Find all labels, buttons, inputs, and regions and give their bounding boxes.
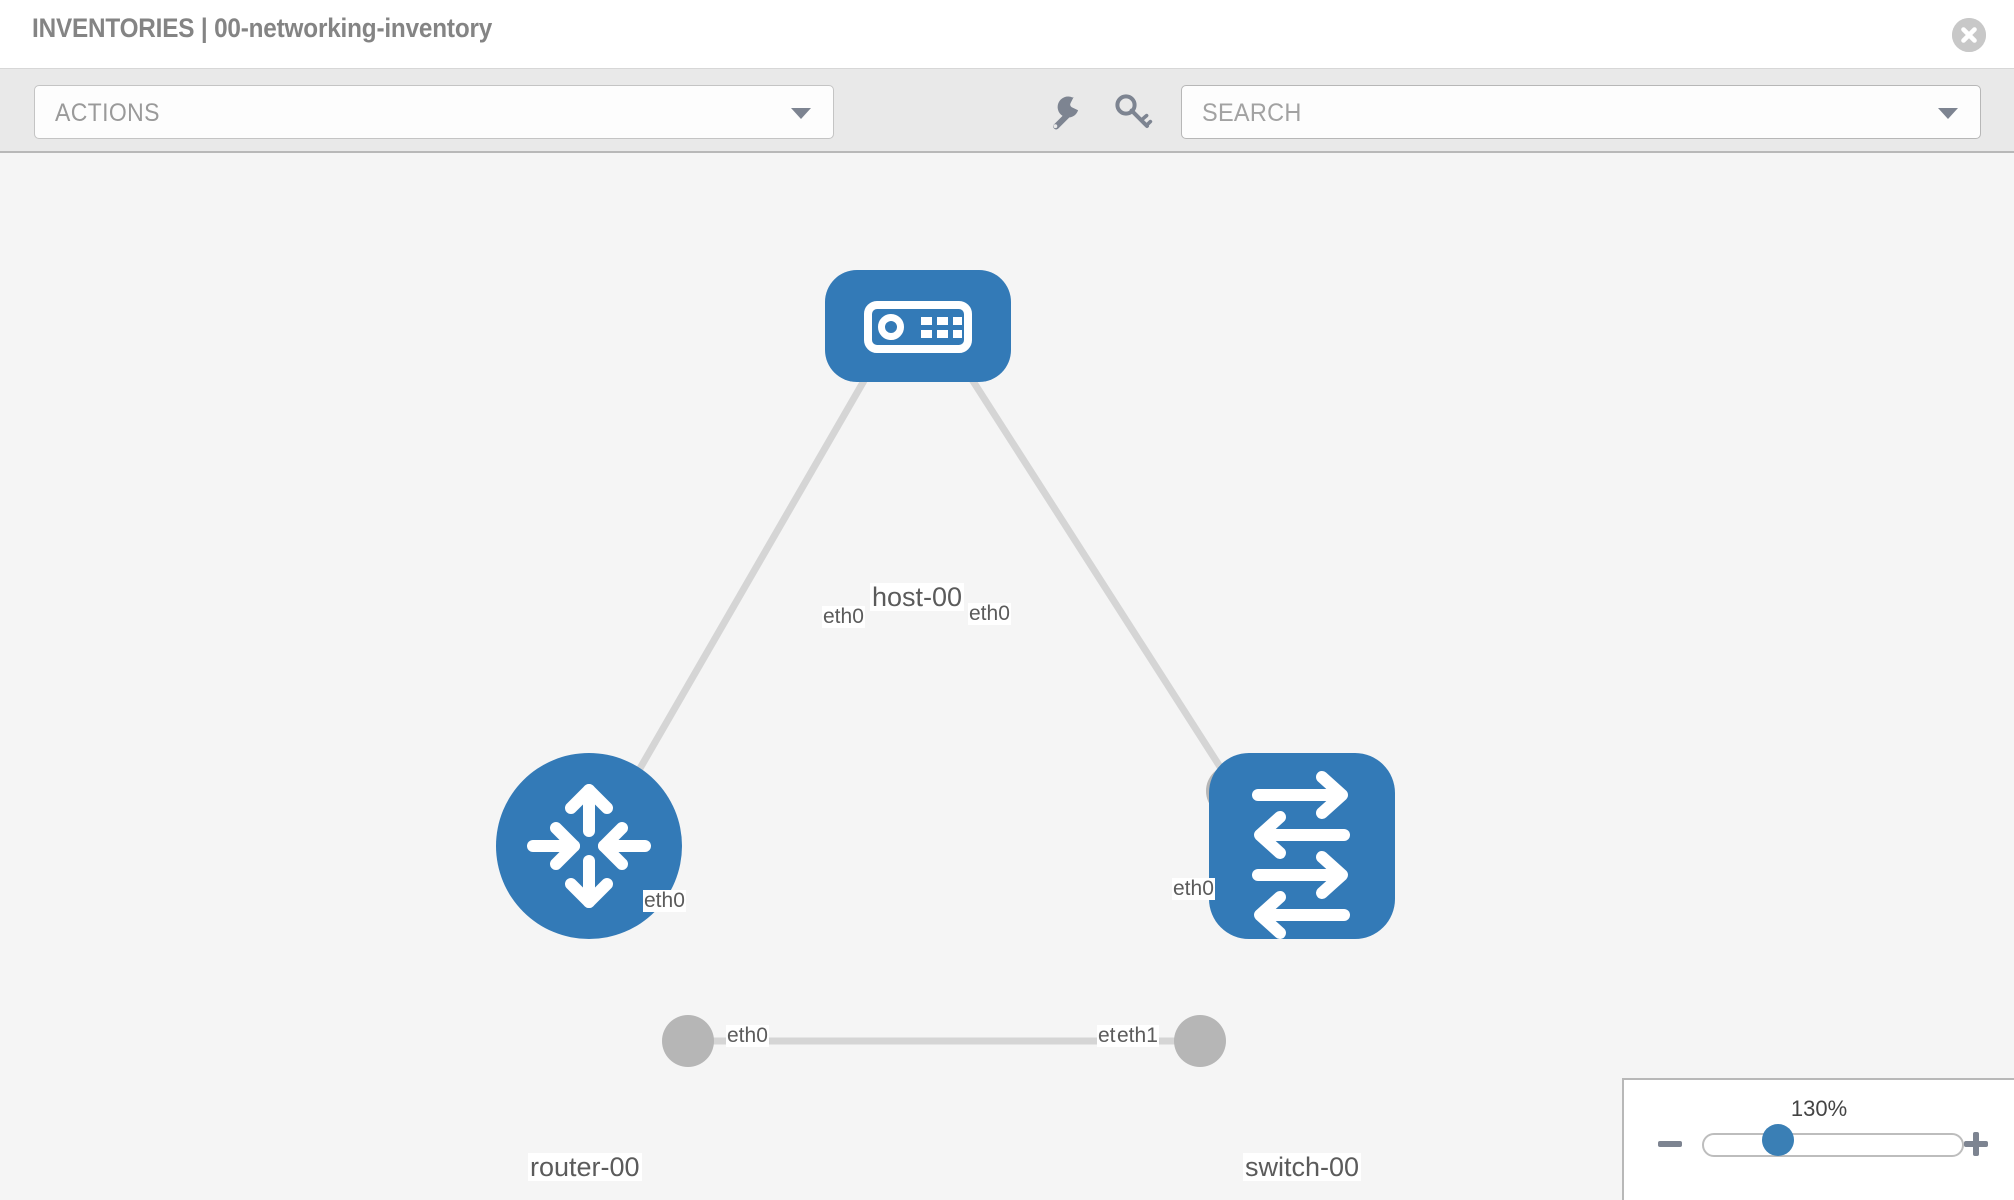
page-title: INVENTORIES | 00-networking-inventory	[32, 13, 493, 43]
topology-canvas[interactable]: host-00 router-00 switch-00 eth0 eth0 et…	[0, 153, 2014, 1200]
actions-dropdown-label: ACTIONS	[55, 99, 160, 127]
switch-arrows-icon	[1252, 771, 1350, 939]
node-switch-00[interactable]	[1209, 753, 1395, 939]
connector-switch-left[interactable]	[1174, 1015, 1226, 1067]
toolbar: ACTIONS SEARCH	[0, 69, 2014, 153]
link-host-router[interactable]	[616, 351, 884, 805]
connector-router-right[interactable]	[662, 1015, 714, 1067]
close-button[interactable]	[1952, 18, 1986, 52]
iface-label-host-right: eth0	[968, 602, 1011, 626]
node-label-router-00: router-00	[528, 1152, 642, 1182]
topology-graph	[496, 270, 1395, 1067]
zoom-in-button[interactable]	[1960, 1128, 1992, 1160]
key-button[interactable]	[1112, 91, 1154, 133]
actions-dropdown[interactable]: ACTIONS	[34, 85, 834, 139]
zoom-slider-track[interactable]	[1702, 1133, 1964, 1157]
minus-icon	[1658, 1141, 1682, 1147]
chevron-down-icon	[1938, 108, 1958, 119]
iface-label-switch-up: eth0	[1172, 877, 1215, 901]
router-arrows-icon	[527, 784, 651, 908]
node-router-00[interactable]	[496, 753, 682, 939]
zoom-out-button[interactable]	[1654, 1128, 1686, 1160]
plus-icon	[1964, 1132, 1988, 1156]
search-placeholder: SEARCH	[1202, 99, 1302, 127]
iface-label-switch-left: eth1	[1116, 1024, 1159, 1048]
iface-label-host-left: eth0	[822, 605, 865, 629]
chevron-down-icon	[791, 108, 811, 119]
wrench-icon	[1053, 96, 1079, 130]
page-header: INVENTORIES | 00-networking-inventory	[0, 0, 2014, 69]
node-label-host-00: host-00	[870, 582, 965, 612]
search-input[interactable]: SEARCH	[1181, 85, 1981, 139]
zoom-control-panel: 130%	[1622, 1078, 2014, 1200]
zoom-slider-thumb[interactable]	[1762, 1124, 1794, 1156]
zoom-level-value: 130%	[1790, 1096, 1848, 1121]
wrench-button[interactable]	[1044, 91, 1086, 133]
server-icon	[864, 301, 972, 353]
node-host-00[interactable]	[825, 270, 1011, 382]
node-label-switch-00: switch-00	[1243, 1152, 1362, 1182]
key-icon	[1115, 94, 1153, 128]
link-host-switch[interactable]	[952, 351, 1243, 800]
iface-label-router-up: eth0	[643, 889, 686, 913]
close-icon	[1952, 18, 1986, 52]
iface-label-router-right: eth0	[726, 1024, 769, 1048]
